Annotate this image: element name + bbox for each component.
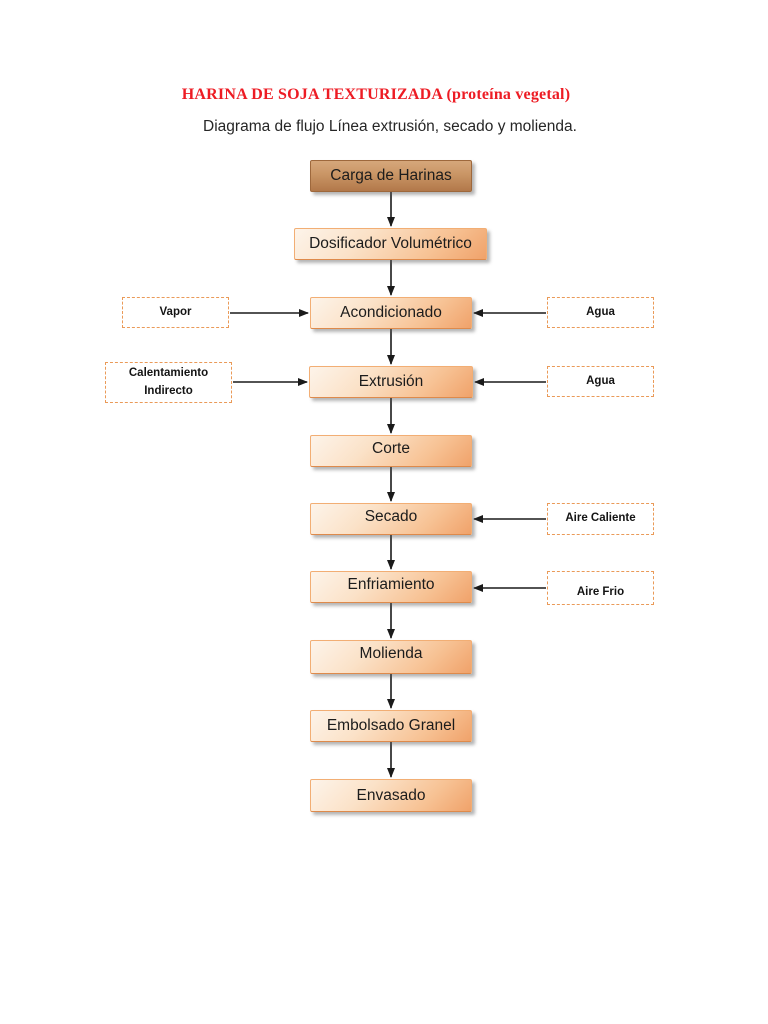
flow-node-secado: Secado <box>310 503 472 535</box>
page-subtitle: Diagrama de flujo Línea extrusión, secad… <box>203 118 577 135</box>
flow-node-extrusion: Extrusión <box>309 366 473 398</box>
flow-node-acondicionado: Acondicionado <box>310 297 472 329</box>
input-node-aire-caliente: Aire Caliente <box>547 503 654 535</box>
flow-node-carga-de-harinas: Carga de Harinas <box>310 160 472 192</box>
flow-node-corte: Corte <box>310 435 472 467</box>
flow-node-dosificador-volumetrico: Dosificador Volumétrico <box>294 228 487 260</box>
input-node-agua-1: Agua <box>547 297 654 328</box>
input-node-agua-2: Agua <box>547 366 654 397</box>
flow-node-enfriamiento: Enfriamiento <box>310 571 472 603</box>
input-node-vapor: Vapor <box>122 297 229 328</box>
input-node-calentamiento-indirecto: Calentamiento Indirecto <box>105 362 232 403</box>
flow-node-embolsado-granel: Embolsado Granel <box>310 710 472 742</box>
flow-node-envasado: Envasado <box>310 779 472 812</box>
input-node-aire-frio: Aire Frio <box>547 571 654 605</box>
flow-node-molienda: Molienda <box>310 640 472 674</box>
page-title: HARINA DE SOJA TEXTURIZADA (proteína veg… <box>181 86 571 103</box>
